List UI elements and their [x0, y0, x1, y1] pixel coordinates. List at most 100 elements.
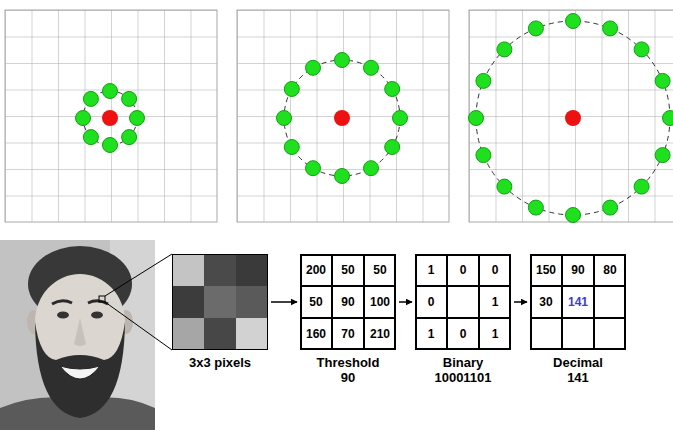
neighbour-point: [566, 208, 581, 223]
eye: [91, 312, 103, 319]
neighbour-point: [284, 82, 299, 97]
table-cell-value: 210: [364, 318, 396, 350]
neighbour-point: [122, 130, 137, 145]
table-line: [530, 317, 626, 319]
table-cell-value: 90: [562, 254, 594, 286]
neighbour-point: [528, 200, 543, 215]
table-line: [530, 285, 626, 287]
pixel-block: [172, 254, 268, 350]
table-cell-value: 80: [594, 254, 626, 286]
pixel: [172, 254, 204, 286]
neighbour-point: [476, 148, 491, 163]
pixel: [172, 286, 204, 318]
table-cell-value: 50: [332, 254, 364, 286]
neighbour-point: [469, 111, 484, 126]
neighbour-point: [385, 82, 400, 97]
neighbour-point: [83, 91, 98, 106]
neighbour-point: [364, 161, 379, 176]
eye: [57, 312, 69, 319]
table-cell-value: 1: [479, 286, 511, 318]
zoom-line: [105, 254, 172, 296]
table-line: [363, 254, 365, 350]
neighbour-point: [335, 53, 350, 68]
table-cell-value: 0: [415, 286, 447, 318]
table-cell-value: 30: [530, 286, 562, 318]
neighbour-point: [566, 14, 581, 29]
flow-arrow: [271, 301, 297, 303]
grid-lines: [237, 10, 449, 222]
neighbour-points: [76, 14, 673, 223]
neighbour-point: [130, 111, 145, 126]
zoom-line: [105, 302, 172, 350]
neighbour-point: [103, 84, 118, 99]
neighbour-point: [364, 60, 379, 75]
flow-arrow: [514, 301, 527, 303]
table-lines: [300, 254, 626, 350]
neighbour-point: [122, 91, 137, 106]
table-caption: Decimal 141: [553, 355, 603, 385]
neighbour-point: [634, 179, 649, 194]
pixel-grid: [237, 10, 449, 222]
table-cell-value: 200: [300, 254, 332, 286]
flow-arrow: [399, 301, 412, 303]
pixel-grid: [469, 10, 673, 222]
pixel: [236, 286, 268, 318]
neighbour-point: [306, 60, 321, 75]
table-cell-value: 141: [562, 286, 594, 318]
neighbour-point: [83, 130, 98, 145]
table-cell-value: 0: [479, 254, 511, 286]
pixel-grid: [5, 10, 217, 222]
table-cell-value: 50: [300, 286, 332, 318]
neighbour-point: [603, 21, 618, 36]
pixel: [172, 318, 204, 350]
table-line: [415, 317, 511, 319]
center-point: [102, 110, 118, 126]
table-cell-value: 1: [415, 254, 447, 286]
neighbour-point: [663, 111, 673, 126]
table-line: [446, 254, 448, 350]
neighbour-point: [385, 140, 400, 155]
neighbour-point: [103, 138, 118, 153]
face-photo: [0, 240, 155, 430]
pixel: [204, 286, 236, 318]
table-cell-value: 50: [364, 254, 396, 286]
neighbour-point: [277, 111, 292, 126]
table-box: [172, 254, 268, 350]
sample-circle: [83, 91, 137, 145]
neighbour-point: [393, 111, 408, 126]
neighbour-point: [476, 73, 491, 88]
neighbour-point: [655, 73, 670, 88]
neighbour-point: [497, 179, 512, 194]
table-node: 3x3 pixels: [172, 254, 268, 370]
table-line: [478, 254, 480, 350]
table-cell-value: 160: [300, 318, 332, 350]
neighbour-point: [603, 200, 618, 215]
sample-circles: [83, 21, 670, 215]
table-line: [415, 285, 511, 287]
photo-background: [0, 240, 155, 430]
neighbour-point: [497, 42, 512, 57]
table-line: [300, 317, 396, 319]
neighbour-point: [655, 148, 670, 163]
neighbour-point: [634, 42, 649, 57]
zoom-square: [99, 296, 105, 302]
table-line: [331, 254, 333, 350]
table-cell-value: 90: [332, 286, 364, 318]
pixel: [236, 318, 268, 350]
table-cell-value: 70: [332, 318, 364, 350]
table-line: [593, 254, 595, 350]
neighbour-point: [306, 161, 321, 176]
table-line: [561, 254, 563, 350]
center-points: [102, 110, 581, 126]
pixel: [204, 318, 236, 350]
neighbour-point: [284, 140, 299, 155]
center-point: [334, 110, 350, 126]
table-cell-value: 0: [447, 254, 479, 286]
table-caption: 3x3 pixels: [189, 355, 251, 370]
eyebrow: [52, 301, 72, 304]
table-cell-value: 150: [530, 254, 562, 286]
table-cell-value: 100: [364, 286, 396, 318]
table-caption: Binary 10001101: [434, 355, 491, 385]
grid-lines: [469, 10, 673, 222]
